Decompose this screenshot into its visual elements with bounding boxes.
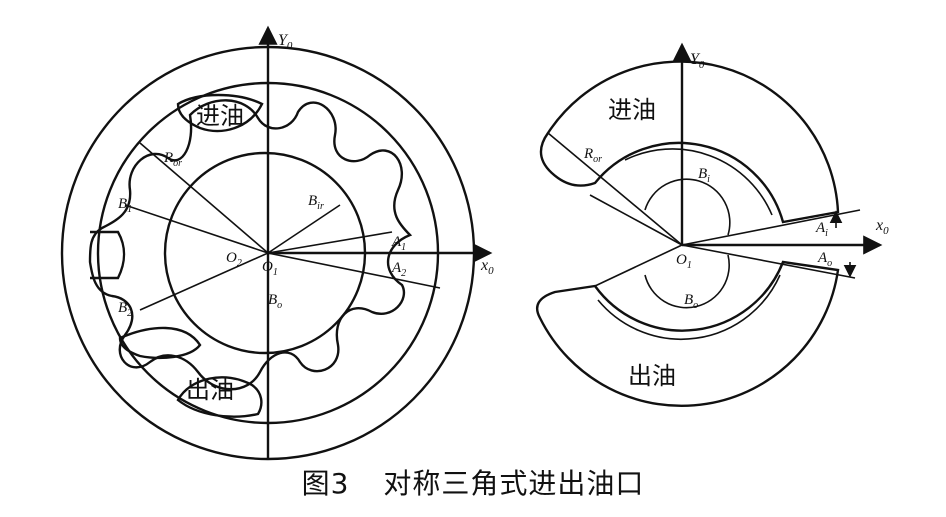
right-hub-arc [644,178,731,309]
left-inlet-label: 进油 [196,102,244,130]
right-diagram: Y0 x0 进油 出油 Ror Bi Bo O1 Ai Ao [535,42,889,408]
figure-number: 图3 [301,467,350,500]
right-inlet-port [539,60,840,224]
right-middle-arc [624,148,773,216]
right-r-label: Ror [583,146,602,165]
left-lobed-rotor-outline [88,99,413,391]
right-bo-label: Bo [684,292,698,311]
figure-caption: 图3 对称三角式进出油口 [0,462,946,502]
left-x-axis-label: x0 [480,257,494,277]
left-outlet-label: 出油 [186,376,234,404]
left-outlet-pocket [118,326,202,360]
right-ao-line [681,244,856,279]
left-side-notch [90,230,126,280]
right-radius-line [547,132,683,246]
left-a1-label: A1 [391,234,406,253]
left-b2-label: B2 [118,300,132,319]
left-y-axis-label: Y0 [278,32,293,52]
right-o1-label: O1 [676,252,692,271]
left-r-label: Ror [163,150,182,169]
right-outlet-edge-line [594,244,683,287]
right-inlet-label: 进油 [608,96,656,124]
left-b1-label: B1 [118,196,132,215]
left-outlet-port [176,376,263,418]
right-ai-line [681,209,861,246]
right-x-axis-label: x0 [875,217,889,237]
left-diagram: Y0 x0 进油 出油 Ror B1 B2 Bir Bo O2 O1 A1 A2 [60,25,494,461]
right-y-axis-label: Y0 [690,51,705,71]
left-a2-label: A2 [391,260,406,279]
left-o1-label: O1 [262,259,278,278]
right-ai-label: Ai [815,220,828,239]
left-b1-line [124,204,269,254]
left-inlet-port [176,93,264,133]
right-bi-label: Bi [698,166,710,185]
left-a2-line [267,252,441,289]
left-radius-line [139,142,269,254]
left-o2-label: O2 [226,250,242,269]
right-ao-label: Ao [817,250,832,269]
right-outlet-label: 出油 [628,362,676,390]
right-inlet-edge-line [589,194,683,246]
left-bo-label: Bo [268,292,282,311]
right-middle-arc-lower [597,274,781,341]
left-b2-line [139,252,269,311]
left-a1-line [267,231,393,254]
figure-title: 对称三角式进出油口 [383,467,645,500]
left-bir-line [267,204,341,254]
right-outlet-port [535,260,840,408]
left-bir-label: Bir [308,193,324,212]
